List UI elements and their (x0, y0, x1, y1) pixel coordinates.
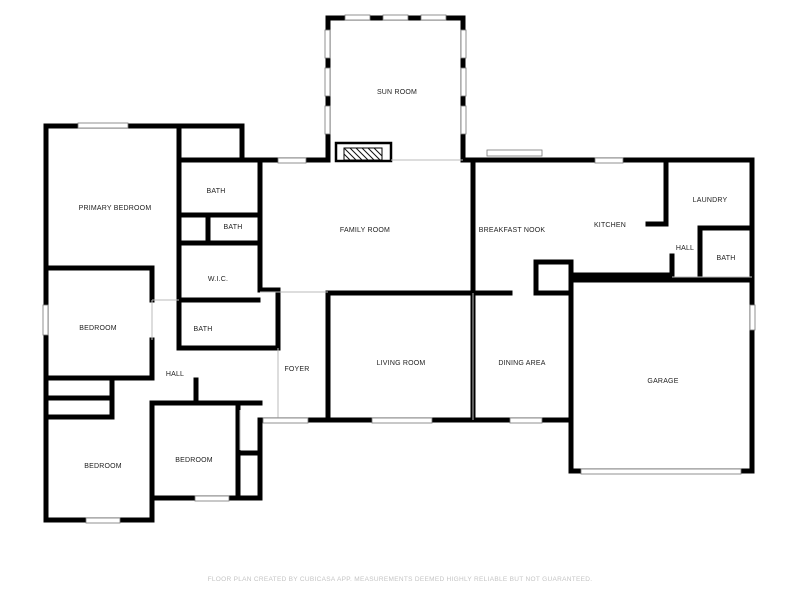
room-label-breakfast-nook: BREAKFAST NOOK (479, 227, 546, 234)
windows (42, 14, 756, 524)
fireplace (334, 141, 393, 163)
door-gaps (151, 159, 463, 340)
room-label-primary-bedroom: PRIMARY BEDROOM (79, 205, 152, 212)
room-label-bath-east: BATH (717, 255, 736, 262)
interior-walls (43, 123, 755, 523)
room-label-family-room: FAMILY ROOM (340, 227, 390, 234)
room-label-bedroom-west: BEDROOM (79, 325, 117, 332)
room-label-laundry: LAUNDRY (693, 197, 728, 204)
room-label-bedroom-southwest: BEDROOM (84, 463, 122, 470)
footer-disclaimer: FLOOR PLAN CREATED BY CUBICASA APP. MEAS… (208, 576, 593, 583)
room-label-garage: GARAGE (647, 378, 678, 385)
room-label-bath-upper: BATH (207, 188, 226, 195)
room-label-living-room: LIVING ROOM (377, 360, 426, 367)
openings (152, 276, 752, 450)
room-label-bedroom-south: BEDROOM (175, 457, 213, 464)
room-label-hall-west: HALL (166, 371, 184, 378)
room-label-wic: W.I.C. (208, 276, 228, 283)
room-labels: SUN ROOM PRIMARY BEDROOM BATH BATH FAMIL… (79, 89, 736, 470)
room-label-dining-area: DINING AREA (498, 360, 545, 367)
room-label-hall-east: HALL (676, 245, 694, 252)
room-label-bath-middle: BATH (194, 326, 213, 333)
room-label-sun-room: SUN ROOM (377, 89, 417, 96)
room-label-foyer: FOYER (284, 366, 309, 373)
room-label-bath-small: BATH (224, 224, 243, 231)
room-label-kitchen: KITCHEN (594, 222, 626, 229)
